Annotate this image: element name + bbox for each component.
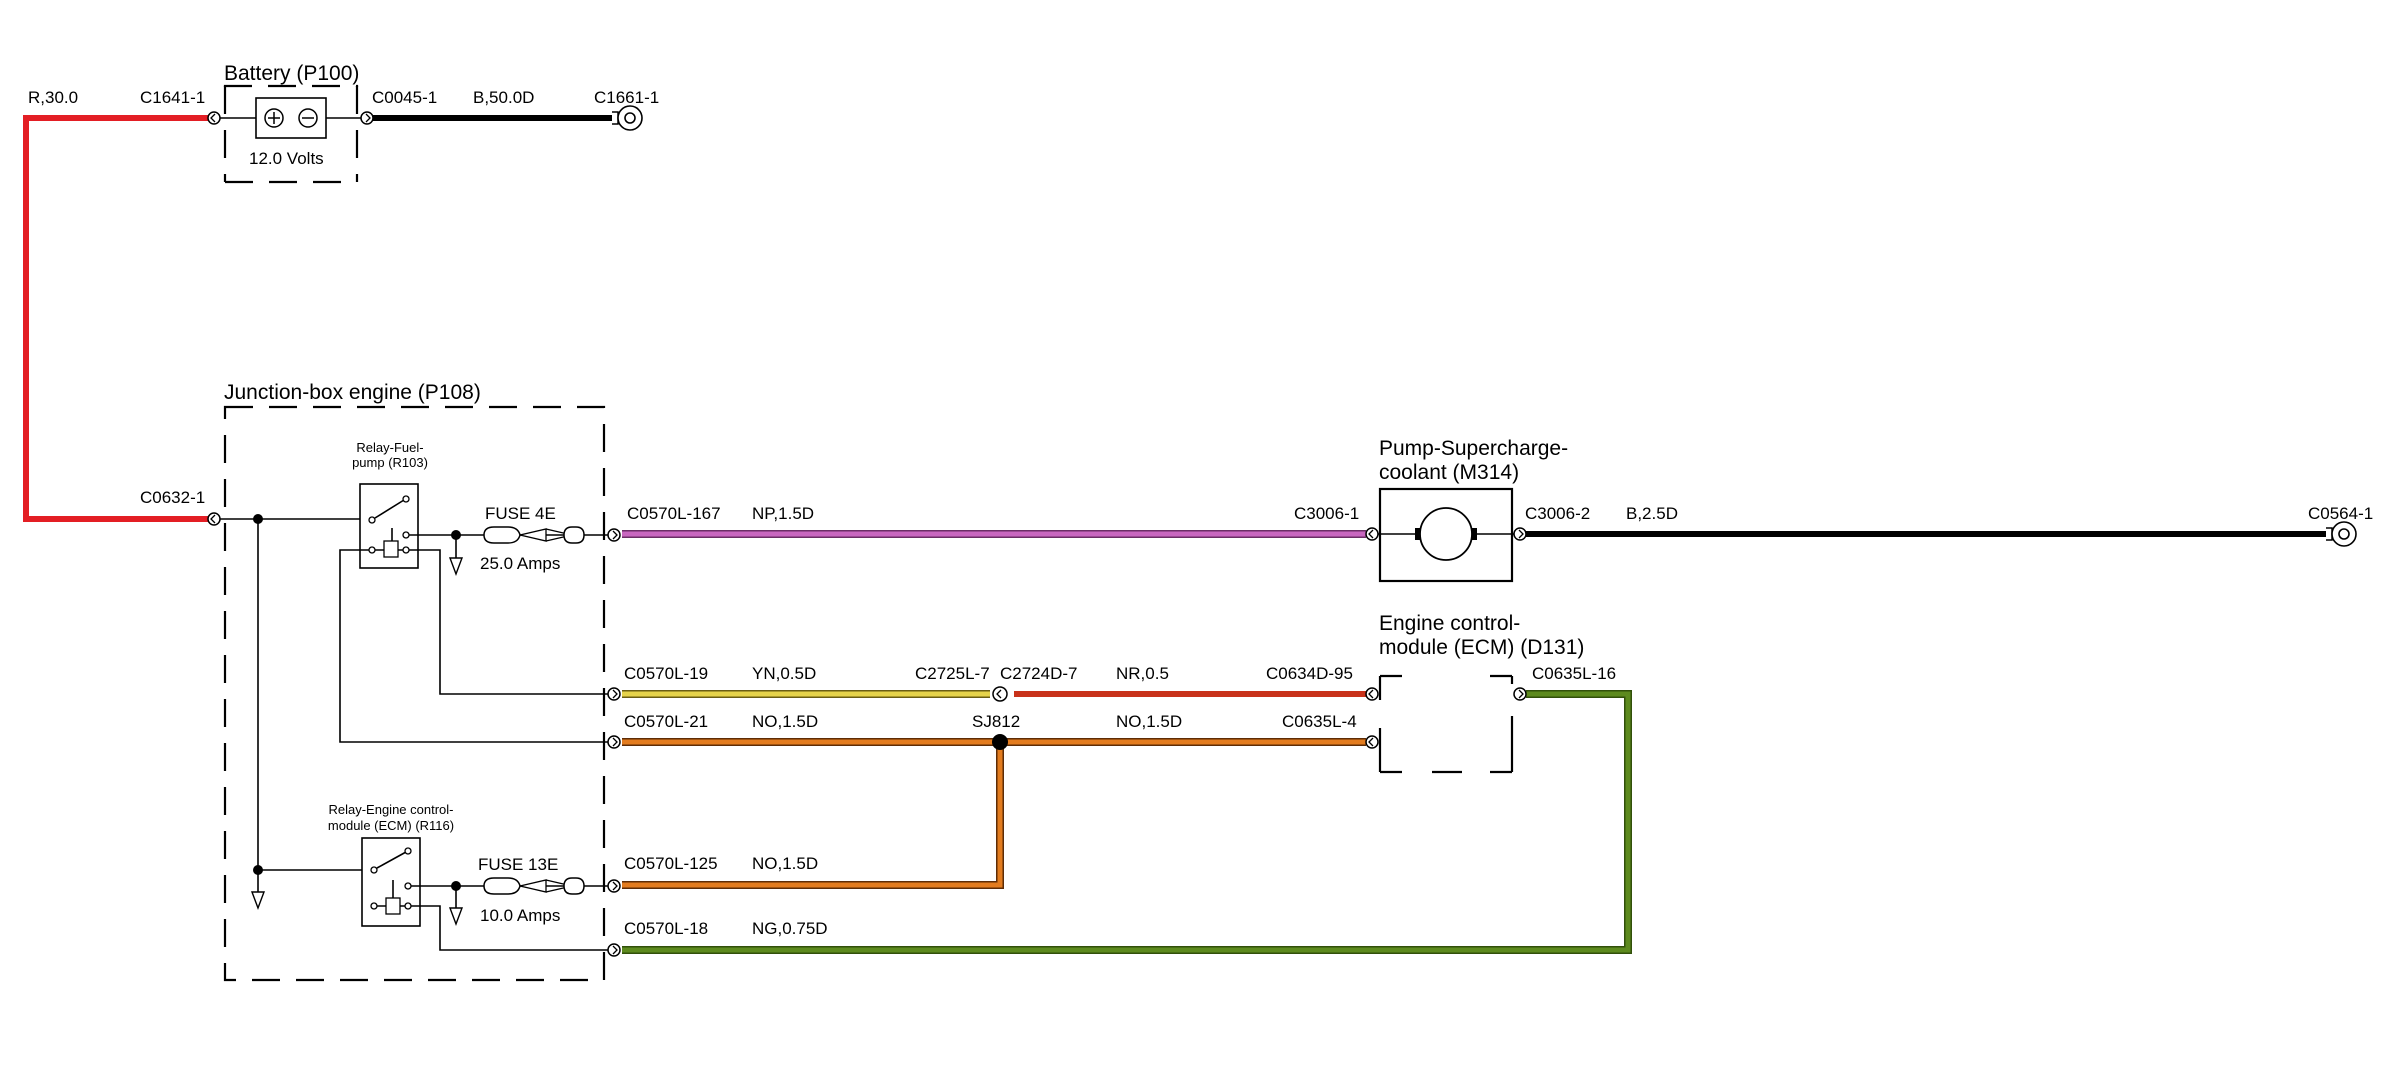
wire-nr-spec: NR,0.5 (1116, 664, 1169, 683)
connector-pin-icon (607, 687, 621, 701)
ecm-conn-4: C0635L-4 (1282, 712, 1357, 731)
fuse-4e-rating: 25.0 Amps (480, 554, 560, 573)
junction-box-enclosure (223, 405, 606, 982)
ground-arrow-icon (250, 891, 266, 910)
ground-arrow-icon (448, 907, 464, 926)
battery-ground-eyelet-label: C1661-1 (594, 88, 659, 107)
inline-connector-a: C2725L-7 (915, 664, 990, 683)
wire-red-feed (23, 115, 208, 522)
ground-eyelet-battery (612, 105, 643, 131)
wire-ng-connector: C0570L-18 (624, 919, 708, 938)
ecm-title-line2: module (ECM) (D131) (1379, 636, 1584, 659)
wire-labels: C0570L-167 NP,1.5D C0570L-19 YN,0.5D C27… (624, 504, 1182, 938)
wire-no-ecm-spec: NO,1.5D (1116, 712, 1182, 731)
wire-no125-spec: NO,1.5D (752, 854, 818, 873)
ecm-conn-16: C0635L-16 (1532, 664, 1616, 683)
engine-control-module: Engine control- module (ECM) (D131) C063… (1266, 612, 1616, 774)
battery-enclosure (223, 86, 359, 184)
fuse-13e-name: FUSE 13E (478, 855, 558, 874)
wire-yn-connector: C0570L-19 (624, 664, 708, 683)
fuse-13e-icon (483, 877, 521, 895)
battery: Battery (P100) 12.0 Volts C1641-1 C0045-… (28, 62, 659, 184)
connector-pin-icon (360, 111, 374, 125)
relay-fuel-pump-label-line1: Relay-Fuel- (356, 440, 423, 455)
wire-green-ng (622, 691, 1631, 953)
splice-node (992, 734, 1008, 750)
battery-positive-terminal-icon (264, 108, 284, 128)
connector-pin-icon (1365, 527, 1379, 541)
connector-pin-icon (607, 879, 621, 893)
junction-box-title: Junction-box engine (P108) (224, 381, 481, 404)
battery-neg-connector: C0045-1 (372, 88, 437, 107)
connector-pins (207, 111, 1527, 957)
pump-ground-wire-spec: B,2.5D (1626, 504, 1678, 523)
connector-pin-icon (607, 943, 621, 957)
pump-in-connector: C3006-1 (1294, 504, 1359, 523)
wire-yn-spec: YN,0.5D (752, 664, 816, 683)
battery-pos-connector: C1641-1 (140, 88, 205, 107)
connector-pin-icon (607, 528, 621, 542)
battery-ground-wire-spec: B,50.0D (473, 88, 534, 107)
connector-pin-icon (1513, 527, 1527, 541)
connector-pin-icon (207, 111, 221, 125)
relay-ecm-label-line1: Relay-Engine control- (328, 802, 453, 817)
connector-pin-icon (1513, 687, 1527, 701)
bus-node (253, 514, 263, 524)
fuse-4e-icon (483, 526, 521, 544)
ground-arrow-icon (448, 557, 464, 576)
wire-np-spec: NP,1.5D (752, 504, 814, 523)
battery-title: Battery (P100) (224, 62, 359, 85)
connector-pin-icon (207, 512, 221, 526)
battery-cell (255, 97, 327, 139)
wires (23, 115, 2326, 954)
relay-ecm-label-line2: module (ECM) (R116) (328, 818, 454, 833)
ecm-conn-95: C0634D-95 (1266, 664, 1353, 683)
ecm-enclosure (1378, 674, 1514, 774)
fuse-13e-rating: 10.0 Amps (480, 906, 560, 925)
ecm-title-line1: Engine control- (1379, 612, 1520, 635)
pump-supercharge-coolant: Pump-Supercharge- coolant (M314) C3006-1… (1294, 437, 2373, 583)
junction-box-input-connector: C0632-1 (140, 488, 205, 507)
connector-pin-icon (992, 686, 1008, 702)
wire-no125-connector: C0570L-125 (624, 854, 718, 873)
splice-label: SJ812 (972, 712, 1020, 731)
inline-connector-b: C2724D-7 (1000, 664, 1078, 683)
pump-out-connector: C3006-2 (1525, 504, 1590, 523)
connector-pin-icon (1365, 735, 1379, 749)
battery-feed-wire-spec: R,30.0 (28, 88, 78, 107)
wire-green-outline (622, 690, 1632, 954)
wire-ng-spec: NG,0.75D (752, 919, 828, 938)
wire-orange-no-125 (622, 742, 1003, 888)
pump-title-line1: Pump-Supercharge- (1379, 437, 1568, 460)
relay-coil-icon (383, 540, 399, 558)
wire-no21-connector: C0570L-21 (624, 712, 708, 731)
relay-coil-icon (385, 897, 401, 915)
ground-eyelet-pump (2326, 521, 2357, 547)
motor-icon (1419, 507, 1473, 561)
junction-box: Junction-box engine (P108) C0632-1 Relay… (140, 381, 608, 982)
wire-np-connector: C0570L-167 (627, 504, 721, 523)
battery-negative-terminal-icon (298, 108, 318, 128)
connector-pin-icon (607, 735, 621, 749)
connector-pin-icon (1365, 687, 1379, 701)
fuse-4e-name: FUSE 4E (485, 504, 556, 523)
wire-no21-spec: NO,1.5D (752, 712, 818, 731)
relay-fuel-pump-label-line2: pump (R103) (352, 455, 428, 470)
battery-voltage: 12.0 Volts (249, 149, 324, 168)
pump-ground-eyelet-label: C0564-1 (2308, 504, 2373, 523)
battery-enclosure-top (223, 84, 359, 88)
pump-title-line2: coolant (M314) (1379, 461, 1519, 484)
plus-icon (268, 112, 280, 124)
